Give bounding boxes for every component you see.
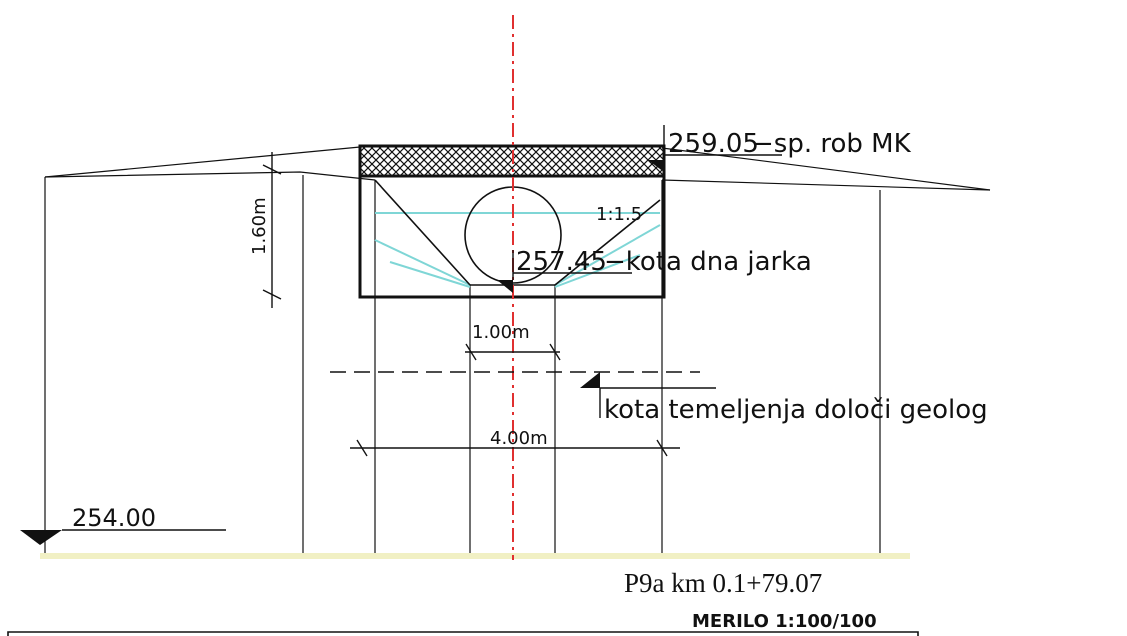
outer-width-label: 4.00m <box>490 428 548 449</box>
profile-title: P9a km 0.1+79.07 <box>624 568 822 598</box>
ground-elevation-label: 254.00 <box>72 504 156 532</box>
extension-lines <box>44 175 881 553</box>
leader-lines <box>62 125 782 531</box>
bottom-desc-label: −kota dna jarka <box>604 247 812 277</box>
water-lines <box>374 212 661 288</box>
ground-elevation-marker <box>20 530 62 545</box>
top-desc-label: −sp. rob MK <box>752 129 912 159</box>
dimension-lines <box>262 152 680 457</box>
scale-label: MERILO 1:100/100 <box>692 611 877 632</box>
top-elevation-label: 259.05 <box>668 129 759 159</box>
top-elevation-marker <box>648 160 664 172</box>
bottom-elevation-label: 257.45 <box>516 247 607 277</box>
ground-band <box>40 553 910 559</box>
foundation-note: kota temeljenja določi geolog <box>604 395 988 425</box>
bottom-elevation-marker <box>497 280 513 293</box>
slope-label: 1:1.5 <box>596 204 642 225</box>
inner-width-label: 1.00m <box>472 322 530 343</box>
foundation-marker <box>580 372 600 388</box>
height-dim-label: 1.60m <box>249 197 270 255</box>
title-block-frame <box>7 631 919 636</box>
